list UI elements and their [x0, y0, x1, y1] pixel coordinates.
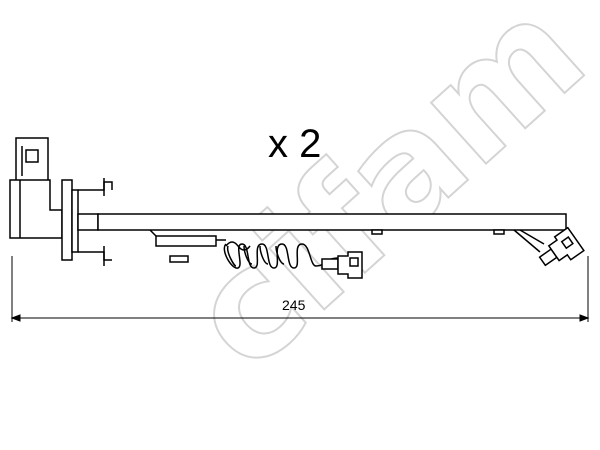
lower-clip — [78, 251, 112, 261]
terminal-clip-icon — [321, 251, 363, 279]
mounting-flange — [71, 189, 79, 253]
dimension-arrow-right — [579, 314, 590, 322]
bar-clip-2 — [493, 229, 505, 235]
plug-connector-icon — [9, 137, 113, 266]
branch-clip — [169, 255, 189, 263]
sensor-cable — [97, 213, 567, 263]
upper-clip — [78, 181, 113, 191]
sensor-bar — [97, 213, 567, 231]
quantity-label: x 2 — [268, 122, 322, 166]
dimension-value: 245 — [282, 297, 306, 313]
bar-clip-1 — [371, 229, 383, 235]
coiled-wire — [223, 241, 339, 269]
terminal-b-window — [560, 236, 574, 250]
plug-window — [25, 149, 39, 163]
terminal-clip-icon — [513, 226, 585, 267]
coil-inner — [226, 245, 285, 267]
terminal-a-crimp — [321, 258, 339, 270]
terminal-b-lead-2 — [513, 229, 541, 253]
plug-tab — [15, 137, 49, 183]
terminal-b-body — [547, 226, 585, 262]
watermark-logo: cifam — [156, 0, 600, 404]
terminal-b-lead — [519, 229, 545, 245]
branch-sleeve — [155, 235, 217, 247]
connector-housing — [9, 179, 63, 239]
dimension-arrow-left — [10, 314, 21, 322]
terminal-a-window — [349, 257, 359, 267]
cifam-watermark: cifam — [155, 0, 600, 405]
coil-spring — [223, 243, 339, 269]
connector-neck — [77, 213, 99, 231]
mounting-plate — [61, 179, 73, 261]
dimension-line — [10, 256, 590, 322]
